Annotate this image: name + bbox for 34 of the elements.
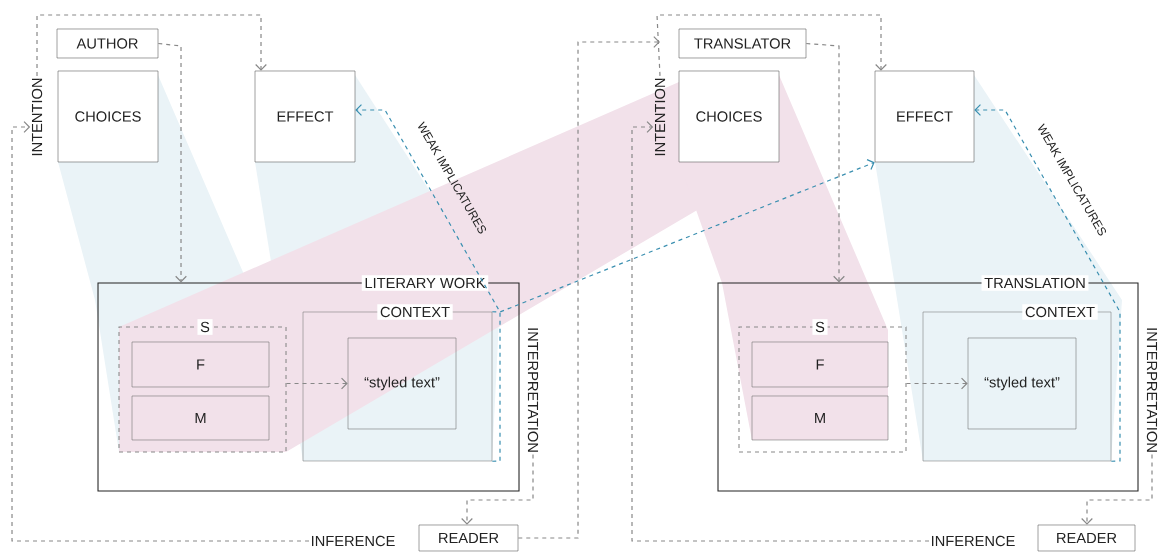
text-box: F bbox=[131, 341, 270, 388]
arrow bbox=[285, 377, 348, 390]
rotated-label: INTERPRETATION bbox=[1146, 328, 1158, 452]
rotated-label: INTENTION bbox=[654, 78, 666, 156]
text-box: M bbox=[751, 395, 889, 441]
text-box: “styled text” bbox=[347, 337, 457, 430]
arrow bbox=[974, 104, 1121, 462]
label-box: AUTHOR bbox=[56, 28, 159, 59]
arrow bbox=[355, 104, 501, 462]
arrow bbox=[36, 14, 267, 77]
arrow bbox=[656, 14, 887, 77]
label-box: READER bbox=[418, 524, 519, 552]
arrow bbox=[517, 36, 660, 539]
text-box: F bbox=[751, 341, 889, 388]
arrow bbox=[157, 42, 187, 283]
label-box: CHOICES bbox=[678, 70, 780, 163]
flow-label: INFERENCE bbox=[932, 535, 1015, 547]
text-box: “styled text” bbox=[967, 337, 1077, 430]
arrow bbox=[461, 453, 534, 525]
text-box: M bbox=[131, 395, 270, 441]
label-box: READER bbox=[1037, 524, 1136, 552]
arrow bbox=[491, 159, 875, 313]
arrow bbox=[905, 377, 968, 390]
label-box: EFFECT bbox=[874, 70, 975, 163]
arrow bbox=[11, 121, 310, 542]
arrow bbox=[631, 121, 930, 542]
label-box: EFFECT bbox=[254, 70, 356, 163]
rotated-label: INTENTION bbox=[31, 78, 43, 156]
label-box: CHOICES bbox=[57, 70, 159, 163]
arrow bbox=[1081, 453, 1153, 525]
arrow bbox=[805, 42, 845, 283]
label-box: TRANSLATOR bbox=[678, 28, 807, 59]
rotated-label: INTERPRETATION bbox=[527, 328, 539, 452]
flow-label: INFERENCE bbox=[312, 535, 395, 547]
